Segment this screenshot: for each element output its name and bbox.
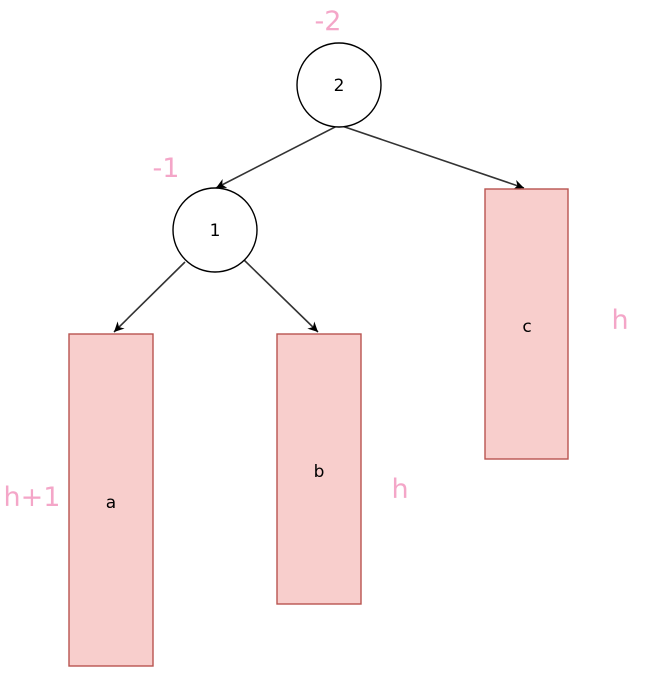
left-child-node-label: 1 (210, 221, 221, 241)
left-child-balance-factor: -1 (153, 153, 180, 184)
subtree-c-height: h (611, 305, 628, 336)
left-child-node-circle (172, 187, 258, 273)
subtree-c: c (484, 188, 569, 460)
subtree-b: b (276, 333, 362, 605)
edge-node-1-to-subtree-a (113, 261, 186, 333)
subtree-b-label: b (314, 462, 325, 482)
edge-root-to-subtree-c (338, 124, 525, 190)
subtree-a-box (68, 333, 154, 667)
subtree-c-label: c (522, 317, 531, 337)
edge-node-1-to-subtree-b (242, 258, 319, 333)
subtree-c-box (484, 188, 569, 460)
left-child-node: 1 (172, 187, 258, 273)
subtree-a-label: a (106, 493, 116, 513)
subtree-a: a (68, 333, 154, 667)
root-node-label: 2 (334, 76, 345, 96)
root-node-circle (296, 42, 382, 128)
root-balance-factor: -2 (315, 6, 342, 37)
subtree-a-height: h+1 (4, 482, 61, 513)
root-node: 2 (296, 42, 382, 128)
subtree-b-box (276, 333, 362, 605)
subtree-b-height: h (391, 474, 408, 505)
edge-root-to-node-1 (215, 124, 340, 189)
